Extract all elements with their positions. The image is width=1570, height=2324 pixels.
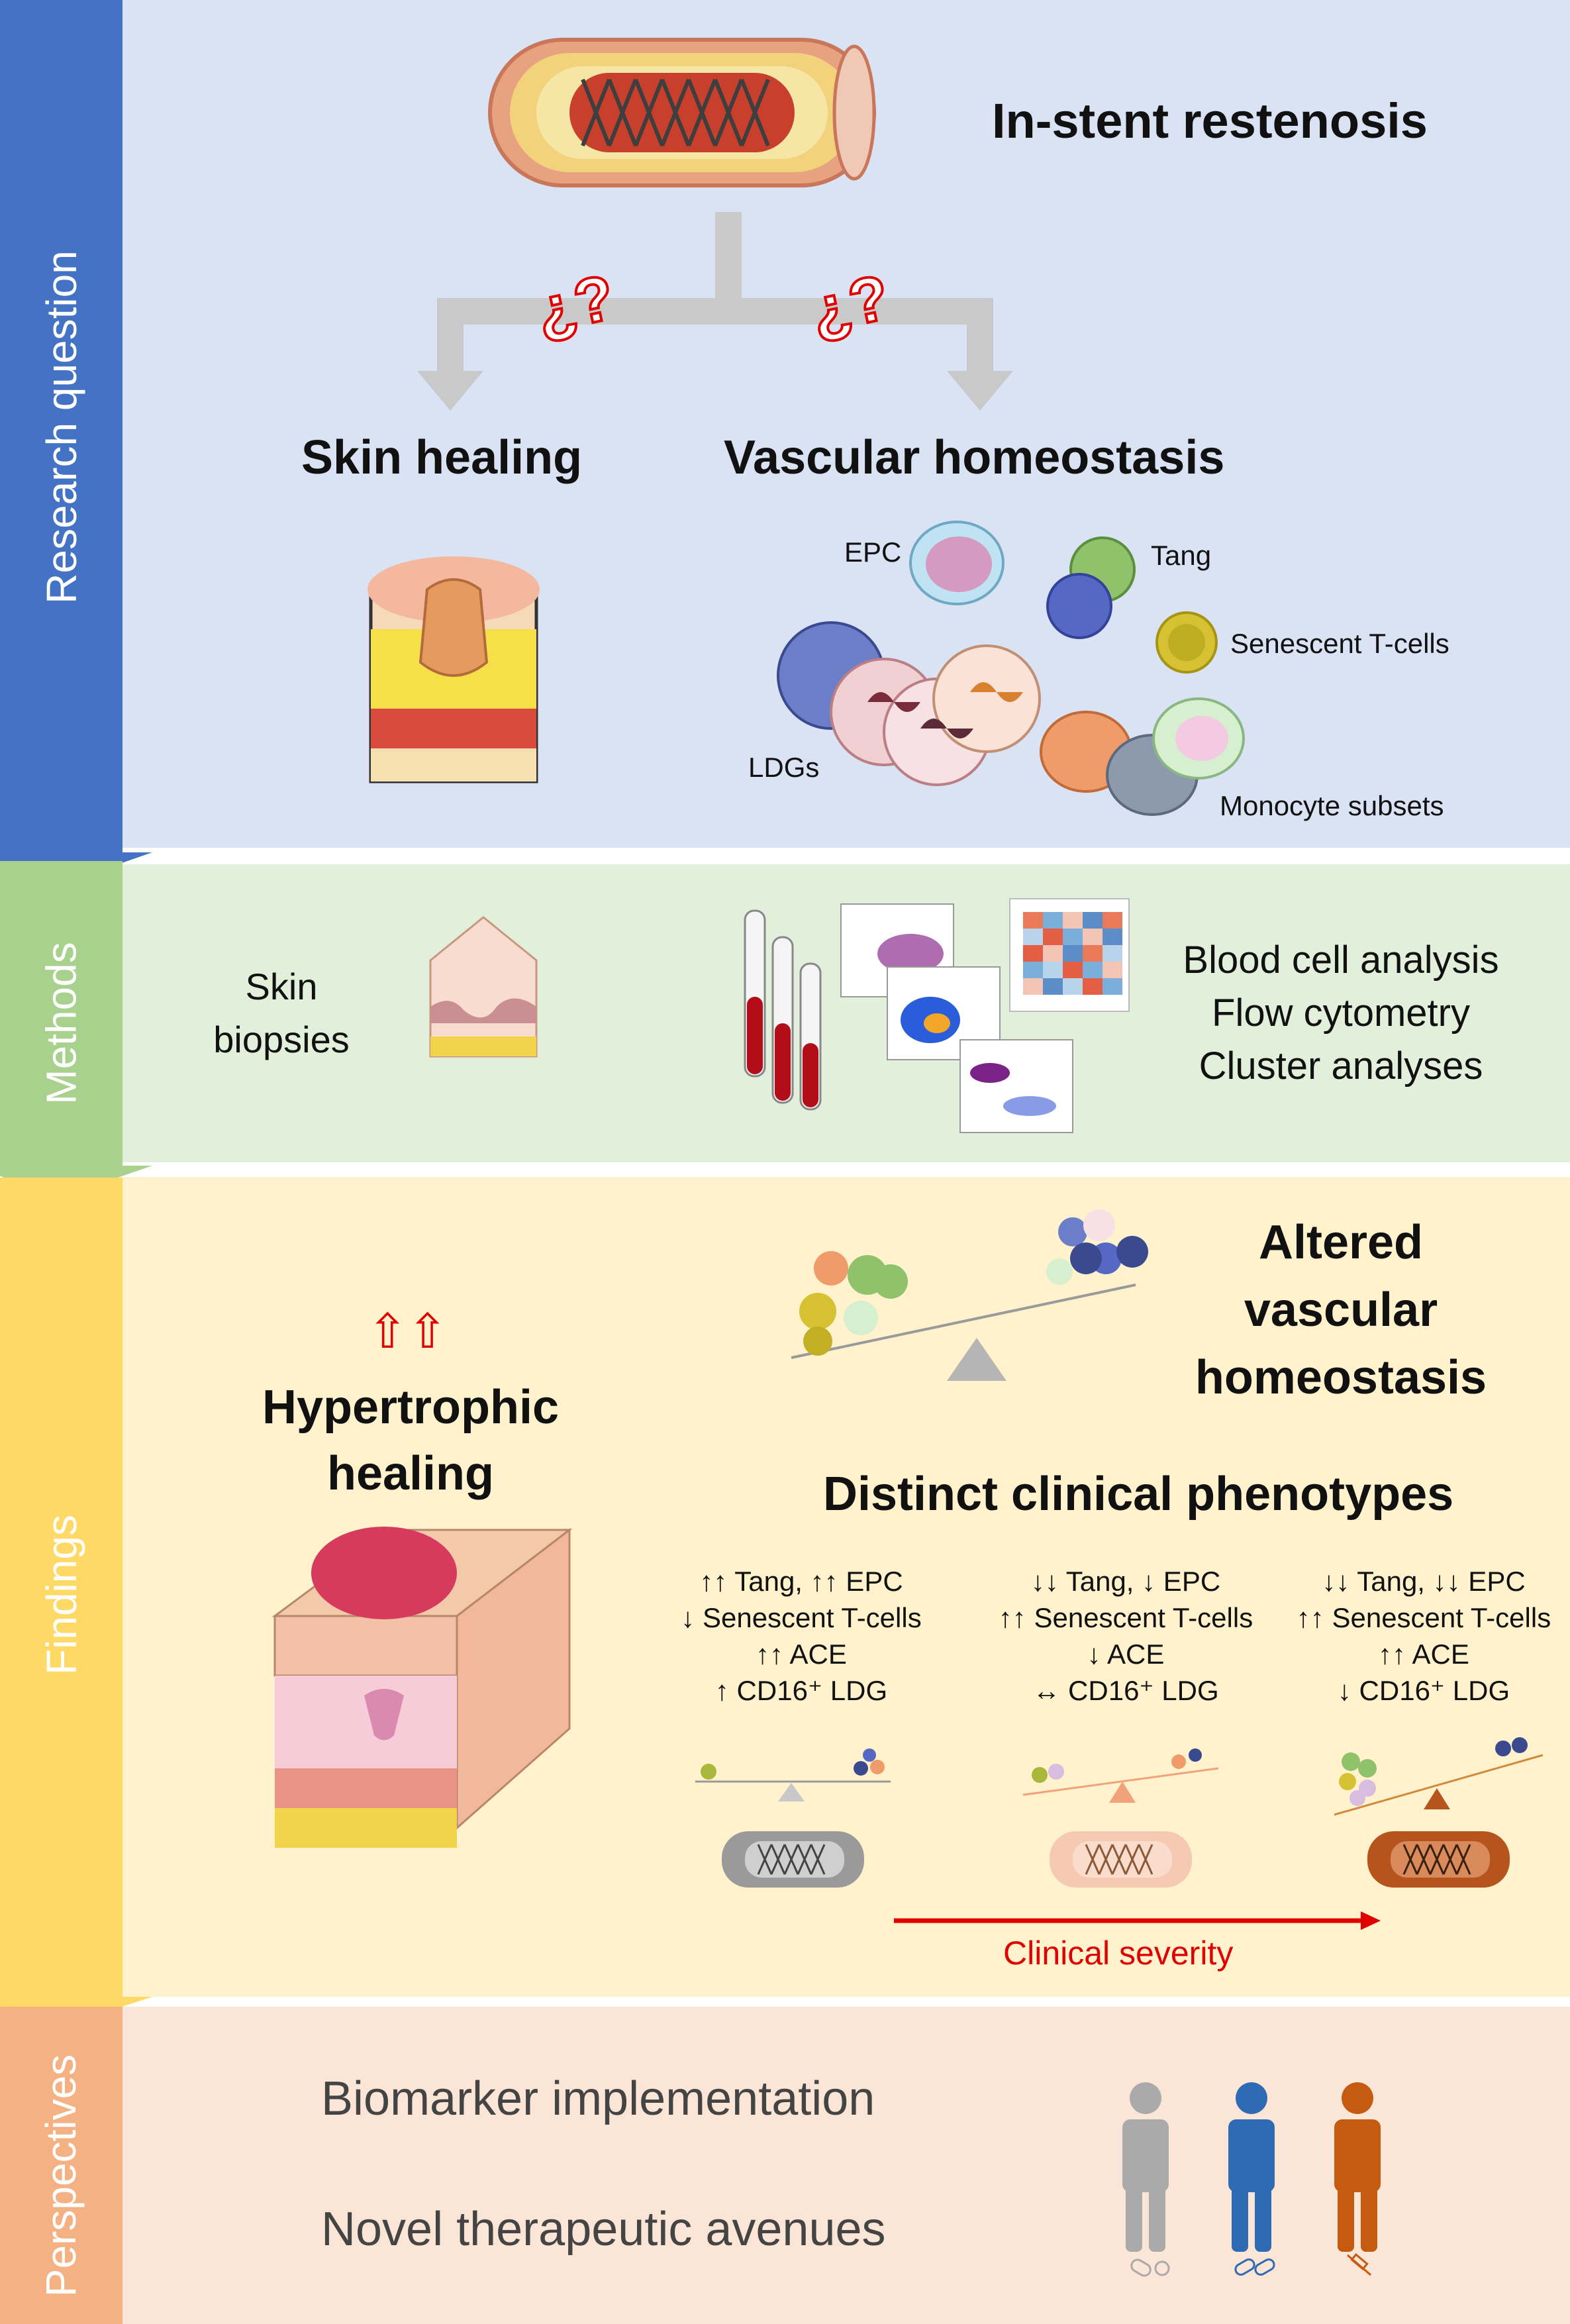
hypertrophic-skin-illustration <box>271 1527 573 1848</box>
phenotype-3: ↓↓ Tang, ↓↓ EPC ↑↑ Senescent T-cells ↑↑ … <box>1285 1563 1563 1709</box>
perspective-line1: Biomarker implementation <box>321 2072 875 2125</box>
skin-wound-illustration <box>368 556 540 783</box>
phenotype-2-line4: ↔ CD16⁺ LDG <box>1032 1675 1219 1706</box>
pill-blue-icon <box>1234 2258 1275 2276</box>
severity-arrow <box>894 1911 1381 1930</box>
phenotype-1-line2: ↓ Senescent T-cells <box>681 1602 922 1633</box>
person-orange-icon <box>1334 2082 1381 2252</box>
phenotype-3-line3: ↑↑ ACE <box>1378 1639 1469 1670</box>
flow-cytometry-plots <box>840 903 1073 1133</box>
vascular-cells-illustration <box>777 521 1245 816</box>
hypertrophic-healing-label: Hypertrophic healing <box>252 1374 569 1507</box>
altered-line3: homeostasis <box>1195 1351 1487 1404</box>
up-arrows-icon: ⇧⇧ <box>368 1305 448 1358</box>
skin-biopsy-illustration <box>429 916 538 1058</box>
severity-label: Clinical severity <box>1003 1935 1234 1972</box>
side-label-perspectives: Perspectives <box>37 2054 85 2297</box>
altered-line1: Altered <box>1258 1216 1424 1269</box>
research-arrow <box>0 0 152 884</box>
label-epc: EPC <box>844 536 902 568</box>
findings-arrow <box>0 1178 152 2027</box>
label-tang: Tang <box>1151 540 1212 571</box>
label-monocytes: Monocyte subsets <box>1220 790 1444 821</box>
perspectives-arrow <box>0 2007 123 2324</box>
branch-vascular-homeostasis: Vascular homeostasis <box>724 431 1225 484</box>
phenotype-1-balance <box>695 1748 891 1801</box>
phenotype-3-line2: ↑↑ Senescent T-cells <box>1296 1602 1551 1633</box>
patients-illustration <box>1122 2082 1381 2277</box>
side-label-methods: Methods <box>37 942 85 1105</box>
pill-gray-icon <box>1130 2258 1170 2277</box>
side-arrows <box>0 0 152 2324</box>
methods-skin-label: Skin biopsies <box>199 960 364 1066</box>
main-title: In-stent restenosis <box>992 93 1428 148</box>
ldg-cell-icon <box>777 621 1041 786</box>
stent-vessel-illustration <box>488 38 876 187</box>
methods-blood-line1: Blood cell analysis <box>1183 938 1499 982</box>
phenotype-2-line3: ↓ ACE <box>1087 1639 1165 1670</box>
syringe-orange-icon <box>1347 2252 1371 2276</box>
phenotype-2: ↓↓ Tang, ↓ EPC ↑↑ Senescent T-cells ↓ AC… <box>967 1563 1285 1709</box>
perspectives-panel <box>123 2007 1570 2324</box>
methods-skin-line2: biopsies <box>213 1019 350 1060</box>
senescent-cell-icon <box>1155 611 1218 674</box>
stent-dark-orange-icon <box>1367 1831 1510 1888</box>
phenotype-1: ↑↑ Tang, ↑↑ EPC ↓ Senescent T-cells ↑↑ A… <box>669 1563 934 1709</box>
branch-skin-healing: Skin healing <box>301 431 583 484</box>
phenotype-1-line4: ↑ CD16⁺ LDG <box>714 1675 888 1706</box>
branch-arrows <box>417 212 1013 411</box>
hyper-line1: Hypertrophic <box>262 1381 560 1434</box>
phenotype-2-line2: ↑↑ Senescent T-cells <box>998 1602 1253 1633</box>
side-label-research: Research question <box>37 250 85 604</box>
hyper-line2: healing <box>326 1447 495 1500</box>
phenotypes-title: Distinct clinical phenotypes <box>823 1468 1454 1521</box>
methods-blood-line3: Cluster analyses <box>1199 1044 1483 1087</box>
methods-blood-labels: Blood cell analysis Flow cytometry Clust… <box>1159 934 1523 1093</box>
person-blue-icon <box>1228 2082 1275 2252</box>
phenotype-1-line3: ↑↑ ACE <box>756 1639 847 1670</box>
side-label-findings: Findings <box>37 1515 85 1675</box>
phenotype-2-line1: ↓↓ Tang, ↓ EPC <box>1030 1566 1221 1597</box>
balance-illustration <box>791 1209 1148 1381</box>
phenotype-3-balance <box>1334 1737 1544 1816</box>
altered-homeostasis-label: Altered vascular homeostasis <box>1165 1209 1516 1411</box>
altered-line2: vascular <box>1244 1284 1438 1337</box>
phenotype-3-line1: ↓↓ Tang, ↓↓ EPC <box>1322 1566 1526 1597</box>
label-ldgs: LDGs <box>748 752 820 783</box>
heatmap-illustration <box>1009 898 1130 1012</box>
perspective-line2: Novel therapeutic avenues <box>321 2203 886 2256</box>
methods-arrow <box>0 861 152 1197</box>
stent-light-orange-icon <box>1050 1831 1192 1888</box>
blood-tubes-illustration <box>744 909 822 1111</box>
label-senescent: Senescent T-cells <box>1230 628 1449 659</box>
stent-gray-icon <box>722 1831 864 1888</box>
methods-skin-line1: Skin <box>245 966 318 1007</box>
methods-blood-line2: Flow cytometry <box>1212 991 1470 1035</box>
tang-cell-icon <box>1046 536 1136 639</box>
phenotype-3-line4: ↓ CD16⁺ LDG <box>1337 1675 1510 1706</box>
phenotype-1-line1: ↑↑ Tang, ↑↑ EPC <box>699 1566 903 1597</box>
monocyte-cell-icon <box>1040 697 1245 816</box>
phenotype-2-balance <box>1022 1748 1219 1803</box>
epc-cell-icon <box>909 521 1005 605</box>
person-gray-icon <box>1122 2082 1169 2252</box>
